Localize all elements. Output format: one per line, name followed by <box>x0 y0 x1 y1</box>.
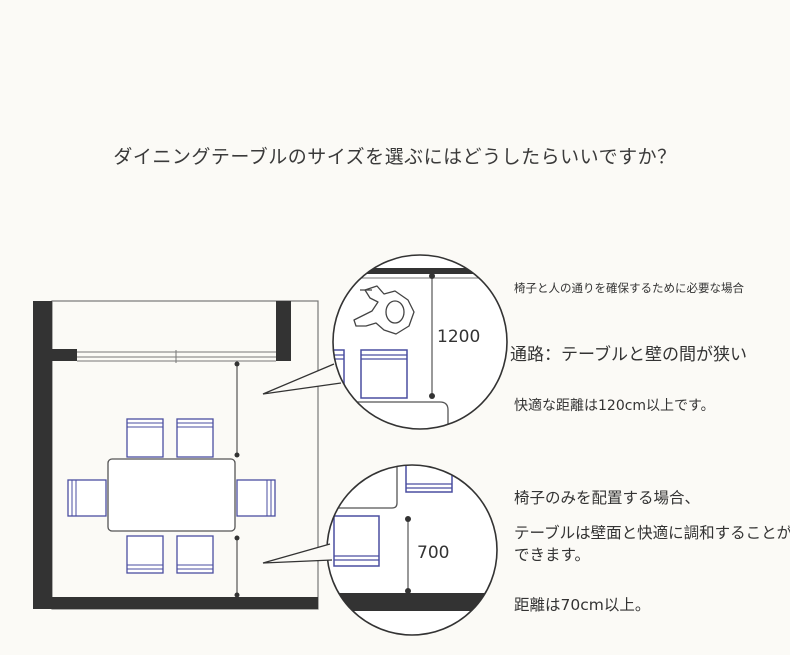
bottom-distance: 距離は70cm以上。 <box>514 596 651 614</box>
dining-table <box>107 458 236 532</box>
chair-bottom-left <box>126 535 164 574</box>
page-title: ダイニングテーブルのサイズを選ぶにはどうしたらいいですか？ <box>113 146 677 168</box>
plan-dimension-top <box>234 361 240 458</box>
chair-right <box>236 479 276 517</box>
bottom-callout-pointer <box>262 543 333 564</box>
chair-bottom-right <box>176 535 214 574</box>
dimension-label-1200: 1200 <box>437 327 480 347</box>
bottom-magnifier: 700 <box>262 464 498 636</box>
top-detail: 快適な距離は120cm以上です。 <box>514 398 715 414</box>
zoom-wall-top <box>333 268 507 274</box>
chair-left <box>67 479 107 517</box>
sliding-window <box>77 350 276 363</box>
top-heading: 通路：テーブルと壁の間が狭い <box>510 345 747 365</box>
left-wall <box>33 301 52 609</box>
top-magnifier: 1200 <box>262 254 508 430</box>
zoom-table-corner <box>327 465 398 509</box>
zoom-chair <box>333 349 408 399</box>
top-callout-pointer <box>262 363 342 395</box>
room <box>33 300 319 610</box>
bottom-detail: テーブルは壁面と快適に調和することができます。 <box>514 524 790 564</box>
bottom-heading: 椅子のみを配置する場合、 <box>514 489 701 507</box>
zoom-wall-bottom <box>327 593 497 611</box>
window-ledge <box>52 349 77 361</box>
plan-dimension-bottom <box>234 535 240 598</box>
top-note: 椅子と人の通りを確保するために必要な場合 <box>514 281 744 295</box>
chair-top-left <box>126 418 164 458</box>
zoom-table-edge <box>333 401 449 429</box>
right-pillar <box>276 301 291 361</box>
chair-top-right <box>176 418 214 458</box>
dimension-label-700: 700 <box>417 543 449 563</box>
dining-set <box>67 418 276 574</box>
person-icon <box>353 285 415 335</box>
bottom-wall <box>33 597 318 609</box>
zoom-chair-bottom <box>333 515 380 567</box>
